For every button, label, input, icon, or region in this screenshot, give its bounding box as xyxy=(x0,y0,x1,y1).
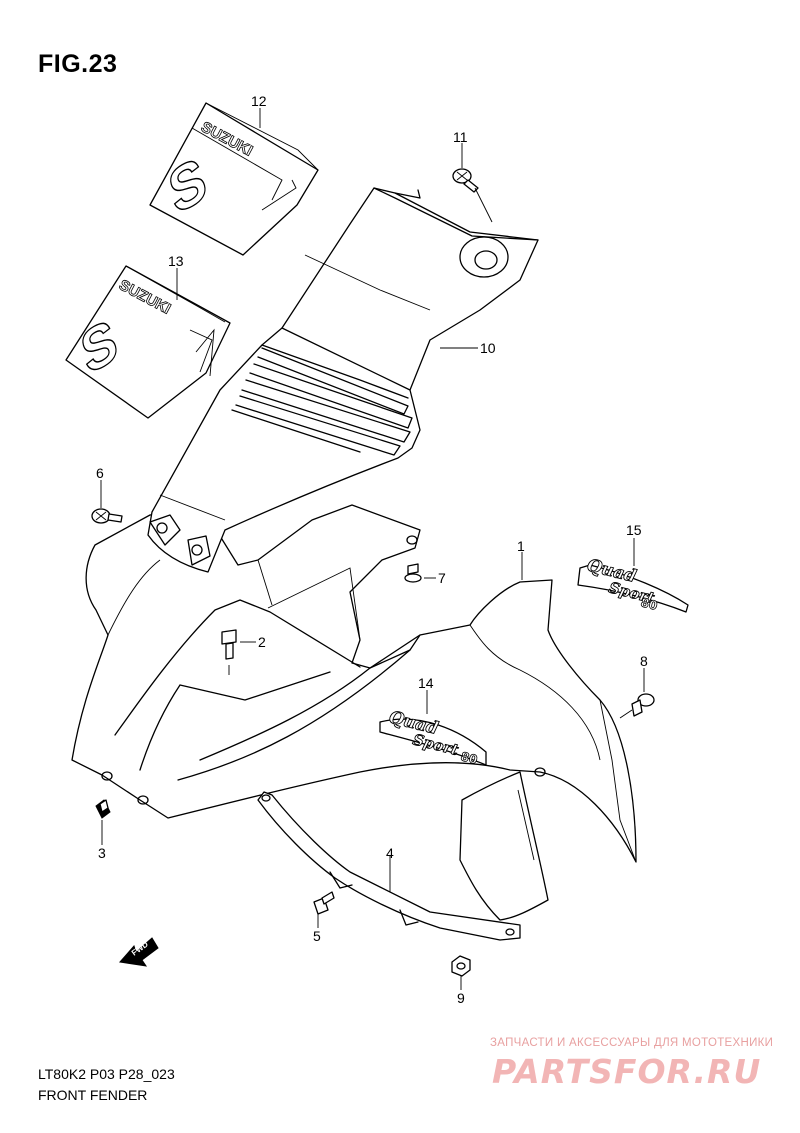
part-6-screw[interactable] xyxy=(91,508,123,524)
part-10-front-cover[interactable] xyxy=(147,187,539,573)
part-4-bracket[interactable] xyxy=(257,791,521,941)
part-1-front-fender[interactable] xyxy=(71,504,637,921)
callout-6: 6 xyxy=(96,465,104,481)
callout-2: 2 xyxy=(258,634,266,650)
part-8-bolt[interactable] xyxy=(619,693,655,719)
watermark-caption: ЗАПЧАСТИ И АКСЕССУАРЫ ДЛЯ МОТОТЕХНИКИ xyxy=(490,1037,774,1049)
decal-15-model-text: 80 xyxy=(639,595,659,613)
callout-9: 9 xyxy=(457,990,465,1006)
callout-7: 7 xyxy=(438,570,446,586)
decal-14-model-text: 80 xyxy=(459,749,479,767)
callout-3: 3 xyxy=(98,845,106,861)
callout-15: 15 xyxy=(626,522,642,538)
part-7-bolt[interactable] xyxy=(404,563,422,583)
part-11-screw[interactable] xyxy=(452,168,479,193)
watermark-logo: PARTSFOR.RU xyxy=(492,1052,762,1091)
part-5-bolt[interactable] xyxy=(313,891,335,915)
diagram-code: LT80K2 P03 P28_023 xyxy=(38,1066,175,1082)
callout-14: 14 xyxy=(418,675,434,691)
callout-4: 4 xyxy=(386,845,394,861)
part-3-clip-nut[interactable] xyxy=(95,799,111,819)
decal-15-quad-sport[interactable]: Quad Sport 80 xyxy=(577,555,689,613)
callout-11: 11 xyxy=(453,129,468,145)
part-2-bolt[interactable] xyxy=(221,629,237,675)
forward-direction-arrow: FWD xyxy=(119,937,159,967)
figure-title: FIG.23 xyxy=(38,50,118,78)
callout-1: 1 xyxy=(517,538,525,554)
callout-5: 5 xyxy=(313,928,321,944)
callout-10: 10 xyxy=(480,340,496,356)
leader-lines xyxy=(100,108,645,990)
decal-13-suzuki-lower[interactable]: SUZUKI S xyxy=(65,265,231,419)
diagram-name: FRONT FENDER xyxy=(38,1087,148,1103)
callout-12: 12 xyxy=(251,93,267,109)
callout-13: 13 xyxy=(168,253,184,269)
callout-8: 8 xyxy=(640,653,648,669)
decal-12-suzuki-upper[interactable]: SUZUKI S xyxy=(149,102,319,256)
part-9-nut[interactable] xyxy=(451,955,471,977)
